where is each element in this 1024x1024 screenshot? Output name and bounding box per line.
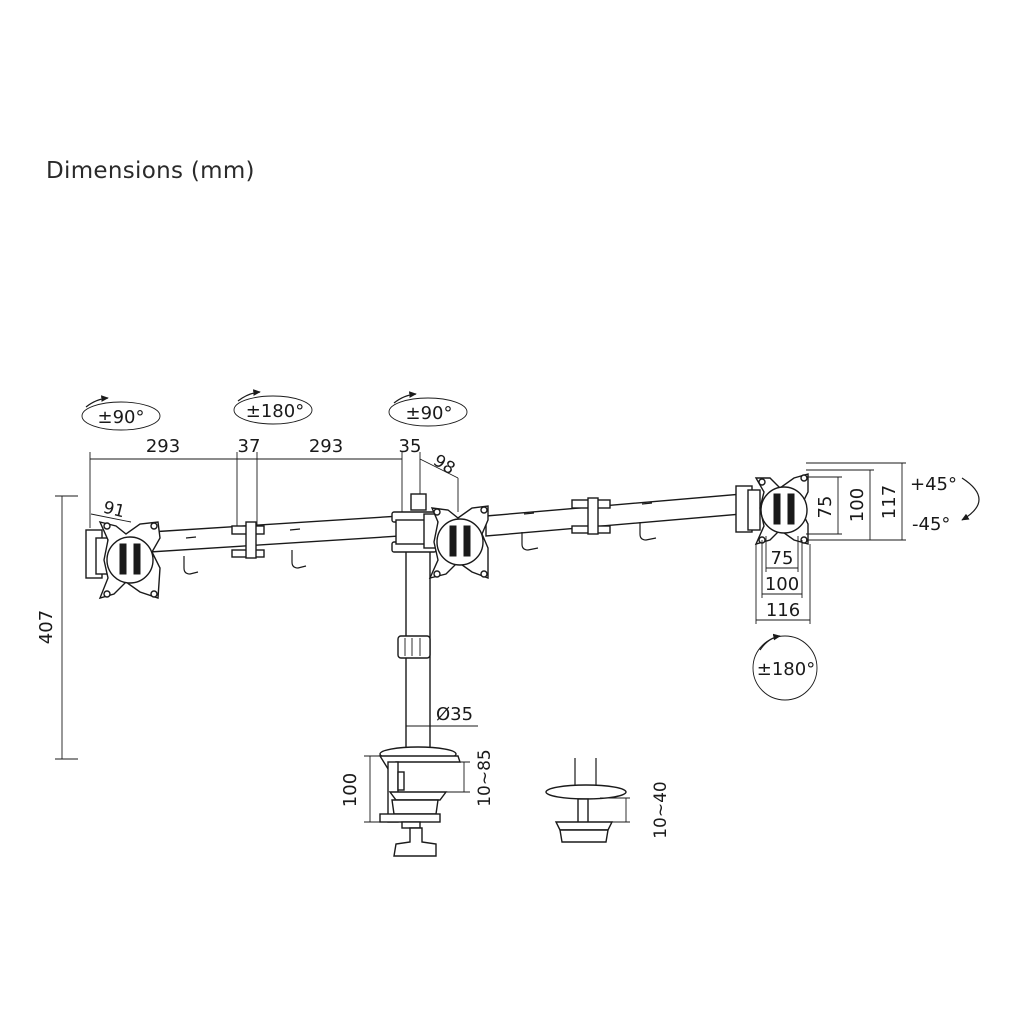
rotation-label-right-swivel: ±180° — [757, 659, 815, 680]
page-title: Dimensions (mm) — [46, 158, 255, 184]
dim-plate-116: 116 — [766, 600, 800, 621]
dim-vesa-100-h: 100 — [847, 488, 868, 522]
tilt-up-label: +45° — [910, 474, 957, 495]
rotation-indicator-center: ±90° — [388, 391, 468, 427]
vesa-dimensions: 75 100 117 75 100 116 — [755, 462, 906, 624]
dim-plate-117: 117 — [879, 485, 900, 519]
rotation-label-left: ±90° — [98, 407, 145, 428]
rotation-label-center: ±90° — [406, 403, 453, 424]
arm-right — [485, 493, 743, 551]
dim-clamp-range: 10~85 — [475, 749, 495, 807]
rotation-indicator-right-swivel: ±180° — [752, 633, 818, 701]
rotation-label-arm-joint: ±180° — [246, 401, 304, 422]
dim-vesa-75-w: 75 — [771, 548, 794, 569]
tilt-indicator: +45° -45° — [910, 474, 980, 535]
dim-vesa-100-w: 100 — [765, 574, 799, 595]
vesa-plate-right — [735, 473, 809, 546]
rotation-indicator-left: ±90° — [81, 395, 161, 431]
vesa-plate-center — [423, 505, 489, 580]
dim-arm-right: 293 — [309, 436, 343, 457]
grommet-mount: 10~40 — [545, 758, 671, 843]
tilt-down-label: -45° — [912, 514, 950, 535]
dim-joint-width: 37 — [238, 436, 261, 457]
height-dimension: 407 — [36, 495, 78, 760]
pole: Ø35 — [397, 493, 478, 751]
dim-pole-offset: 35 — [399, 436, 422, 457]
dim-vesa-75-h: 75 — [815, 496, 836, 519]
dim-height: 407 — [36, 610, 57, 644]
dim-arm-left: 293 — [146, 436, 180, 457]
arm-left — [149, 515, 401, 575]
desk-clamp: 100 10~85 — [340, 746, 495, 857]
dim-pole-diameter: Ø35 — [436, 704, 473, 725]
vesa-plate-left — [85, 520, 161, 600]
rotation-indicator-arm-joint: ±180° — [233, 389, 313, 425]
dim-clamp-height: 100 — [340, 773, 361, 807]
dim-center-offset: 98 — [430, 451, 459, 479]
dim-plate-offset: 91 — [101, 498, 127, 523]
dim-grommet-range: 10~40 — [651, 781, 671, 839]
